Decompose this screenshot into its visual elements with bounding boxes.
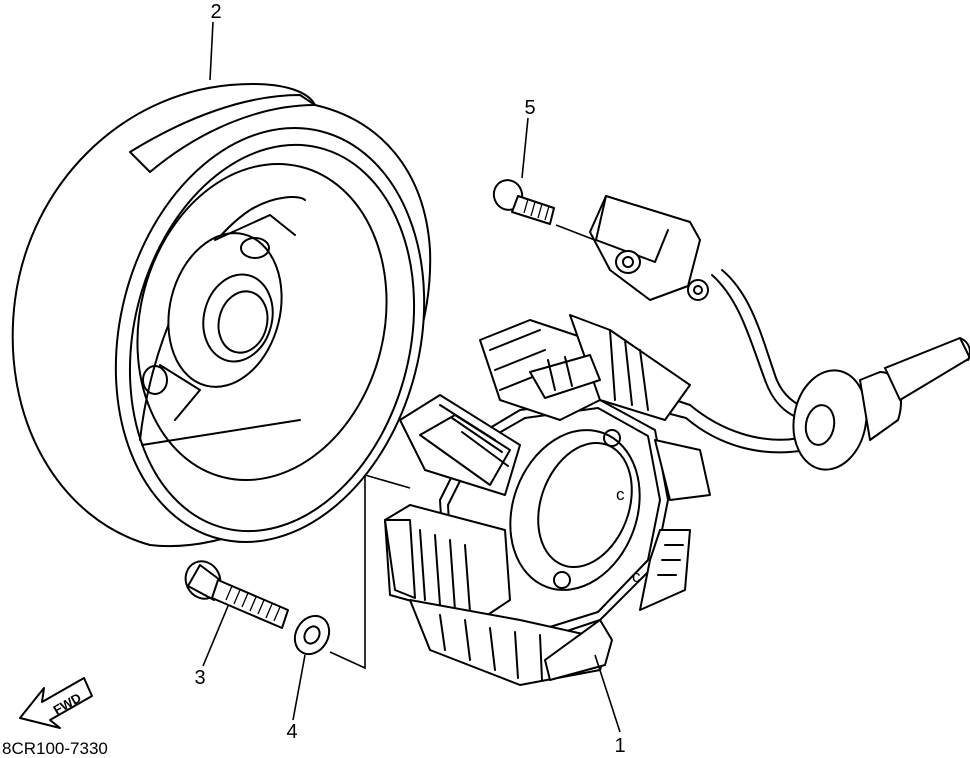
stator-mark-c1: c (616, 485, 625, 504)
leader-lines (202, 21, 621, 733)
leader-line-3 (202, 605, 229, 667)
assembly-bracket-line (329, 474, 411, 670)
callout-1: 1 (614, 735, 625, 757)
bolt-part-3 (184, 560, 289, 629)
pickup-coil (589, 195, 709, 301)
washer-part-4 (293, 614, 331, 656)
callout-2: 2 (210, 1, 221, 23)
callout-3: 3 (194, 667, 205, 689)
stator-mark-c2: c (632, 567, 641, 586)
rotor-flywheel (11, 83, 432, 548)
leader-line-1 (594, 654, 621, 733)
leader-line-2 (209, 21, 214, 81)
callout-4: 4 (286, 721, 297, 743)
leader-line-5 (521, 117, 529, 179)
stator-part-1: c c (384, 314, 711, 686)
leader-line-4 (292, 654, 306, 721)
screw-part-5 (492, 179, 601, 243)
callout-5: 5 (524, 97, 535, 119)
diagram-part-number: 8CR100-7330 (2, 739, 108, 758)
wire-harness (654, 269, 970, 471)
forward-direction-arrow: FWD (19, 677, 93, 729)
